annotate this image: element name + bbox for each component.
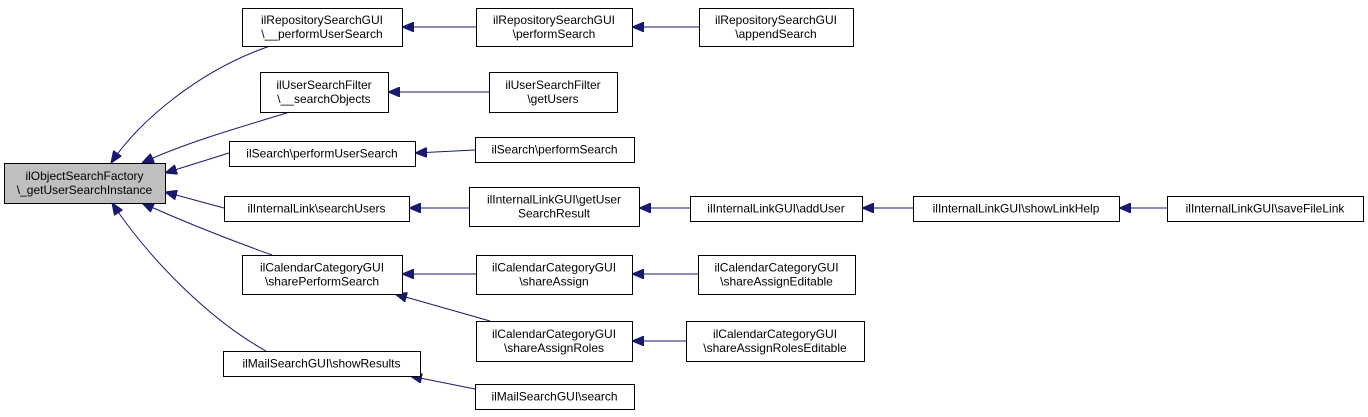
node-box (686, 321, 865, 362)
edge-cal_share_roles-to-cal_share_perform (395, 294, 491, 322)
node-label-line: ilUserSearchFilter (505, 78, 600, 92)
node-label-line: \_getUserSearchInstance (17, 183, 153, 197)
node-label-line: ilInternalLinkGUI\addUser (707, 202, 844, 216)
node-label-line: ilRepositorySearchGUI (493, 13, 615, 27)
node-cal-share-perform[interactable]: ilCalendarCategoryGUI\sharePerformSearch (242, 255, 403, 295)
node-layer: ilObjectSearchFactory\_getUserSearchInst… (4, 8, 1364, 410)
node-label-line: \performSearch (513, 27, 596, 41)
node-label-line: ilInternalLinkGUI\saveFileLink (1186, 202, 1346, 216)
node-label-line: \__performUserSearch (261, 27, 382, 41)
node-label-line: ilMailSearchGUI\showResults (242, 357, 400, 371)
node-box (913, 196, 1120, 222)
node-label-line: \shareAssignRoles (504, 341, 604, 355)
edge-repo_perform_user-to-root (111, 45, 271, 163)
node-cal-share-assign[interactable]: ilCalendarCategoryGUI\shareAssign (476, 255, 633, 295)
node-box (223, 351, 421, 377)
edge-search_perform_user-to-root (165, 152, 230, 173)
node-label-line: ilSearch\performUserSearch (246, 147, 397, 161)
node-label-line: ilSearch\performSearch (491, 143, 617, 157)
node-box (242, 8, 403, 47)
node-label-line: \sharePerformSearch (265, 275, 379, 289)
node-repo-perform[interactable]: ilRepositorySearchGUI\performSearch (476, 8, 633, 47)
node-mail-search[interactable]: ilMailSearchGUI\search (475, 384, 635, 410)
node-link-search-users[interactable]: ilInternalLink\searchUsers (224, 196, 410, 222)
edge-search_perform-to-search_perform_user (415, 150, 476, 153)
node-box (476, 321, 633, 362)
node-box (699, 8, 854, 47)
node-box (476, 8, 633, 47)
node-box (475, 137, 635, 163)
node-filter-get[interactable]: ilUserSearchFilter\getUsers (489, 72, 618, 113)
node-label-line: SearchResult (518, 207, 591, 221)
edge-mail_show_results-to-root (112, 203, 267, 352)
node-label-line: ilInternalLinkGUI\showLinkHelp (933, 202, 1100, 216)
node-box (229, 141, 416, 167)
node-label-line: ilObjectSearchFactory (25, 169, 143, 183)
node-label-line: \shareAssignRolesEditable (703, 341, 847, 355)
node-label-line: \appendSearch (735, 27, 816, 41)
node-box (1167, 196, 1364, 222)
node-box (469, 187, 640, 227)
node-label-line: \shareAssign (519, 275, 588, 289)
node-box (260, 72, 389, 113)
edge-link_search_users-to-root (165, 192, 225, 209)
node-box (690, 196, 863, 222)
node-root: ilObjectSearchFactory\_getUserSearchInst… (4, 163, 166, 204)
node-label-line: ilRepositorySearchGUI (715, 13, 837, 27)
node-link-save-file[interactable]: ilInternalLinkGUI\saveFileLink (1167, 196, 1364, 222)
node-cal-share-roles-editable[interactable]: ilCalendarCategoryGUI\shareAssignRolesEd… (686, 321, 865, 362)
node-label-line: ilMailSearchGUI\search (491, 390, 617, 404)
node-box (476, 255, 633, 295)
node-box (4, 163, 166, 204)
node-repo-perform-user[interactable]: ilRepositorySearchGUI\__performUserSearc… (242, 8, 403, 47)
node-box (698, 255, 856, 295)
node-label-line: ilUserSearchFilter (276, 78, 371, 92)
node-label-line: ilCalendarCategoryGUI (713, 327, 837, 341)
node-box (242, 255, 403, 295)
node-label-line: \shareAssignEditable (720, 275, 833, 289)
node-cal-share-roles[interactable]: ilCalendarCategoryGUI\shareAssignRoles (476, 321, 633, 362)
edge-layer (111, 27, 1167, 393)
node-box (475, 384, 635, 410)
node-search-perform[interactable]: ilSearch\performSearch (475, 137, 635, 163)
node-box (489, 72, 618, 113)
node-label-line: \__searchObjects (277, 92, 370, 106)
node-link-show-help[interactable]: ilInternalLinkGUI\showLinkHelp (913, 196, 1120, 222)
node-box (224, 196, 410, 222)
node-filter-search[interactable]: ilUserSearchFilter\__searchObjects (260, 72, 389, 113)
node-label-line: ilCalendarCategoryGUI (714, 261, 838, 275)
node-label-line: ilRepositorySearchGUI (261, 13, 383, 27)
node-label-line: ilInternalLinkGUI\getUser (487, 193, 621, 207)
node-mail-show-results[interactable]: ilMailSearchGUI\showResults (223, 351, 421, 377)
edge-filter_search-to-root (142, 111, 291, 163)
node-cal-share-assign-editable[interactable]: ilCalendarCategoryGUI\shareAssignEditabl… (698, 255, 856, 295)
node-link-add-user[interactable]: ilInternalLinkGUI\addUser (690, 196, 863, 222)
node-repo-append[interactable]: ilRepositorySearchGUI\appendSearch (699, 8, 854, 47)
node-label-line: ilInternalLink\searchUsers (247, 202, 385, 216)
node-label-line: \getUsers (527, 92, 578, 106)
node-label-line: ilCalendarCategoryGUI (260, 261, 384, 275)
edge-cal_share_perform-to-root (142, 203, 273, 256)
node-label-line: ilCalendarCategoryGUI (492, 327, 616, 341)
node-label-line: ilCalendarCategoryGUI (492, 261, 616, 275)
node-search-perform-user[interactable]: ilSearch\performUserSearch (229, 141, 416, 167)
